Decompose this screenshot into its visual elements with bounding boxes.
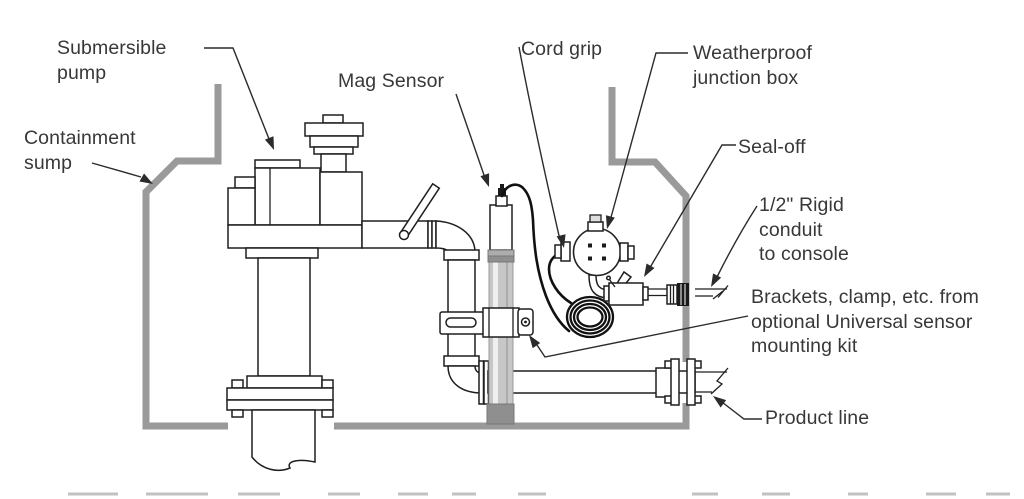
callout-arrow-mag-sensor: [455, 93, 490, 187]
cropped-caption-remnant: [68, 492, 1010, 496]
callout-arrow-weatherproof-junction-box: [605, 52, 688, 229]
containment-sump-wall: [142, 84, 690, 430]
sensor-mounting-bracket: [439, 307, 534, 338]
callout-mag-sensor: Mag Sensor: [338, 70, 445, 92]
callout-arrow-mounting-kit: [529, 315, 749, 358]
pump-column-flange: [226, 375, 334, 471]
sensor-cord-cap: [498, 184, 506, 196]
callout-seal-off: Seal-off: [738, 136, 806, 158]
seal-off-fitting: [603, 270, 649, 306]
callout-containment-sump: Containment sump: [24, 127, 136, 174]
callout-arrow-containment-sump: [91, 162, 153, 184]
callout-mounting-kit: Brackets, clamp, etc. from optional Univ…: [751, 286, 979, 357]
callout-arrow-product-line: [713, 396, 762, 420]
callout-rigid-conduit: 1/2" Rigid conduit to console: [759, 194, 849, 265]
discharge-piping: [427, 220, 490, 405]
submersible-pump: [227, 114, 441, 377]
sensor-foot: [486, 403, 515, 425]
weatherproof-junction-box: [554, 214, 635, 299]
callout-weatherproof-junction-box: Weatherproof junction box: [693, 42, 812, 89]
callout-arrow-seal-off: [644, 144, 736, 277]
cord-coil: [565, 295, 615, 339]
callout-arrow-rigid-conduit: [711, 205, 758, 287]
callout-submersible-pump: Submersible pump: [57, 37, 167, 84]
product-line-pipe: [487, 358, 729, 406]
callout-product-line: Product line: [765, 407, 870, 429]
cord-grip-fitting: [554, 241, 571, 262]
callout-cord-grip: Cord grip: [521, 38, 603, 60]
rigid-conduit: [648, 283, 729, 306]
mag-sensor: [486, 184, 515, 425]
callout-arrow-submersible-pump: [204, 47, 274, 150]
callout-arrow-cord-grip: [518, 46, 566, 248]
junction-box-terminals: [588, 243, 606, 261]
